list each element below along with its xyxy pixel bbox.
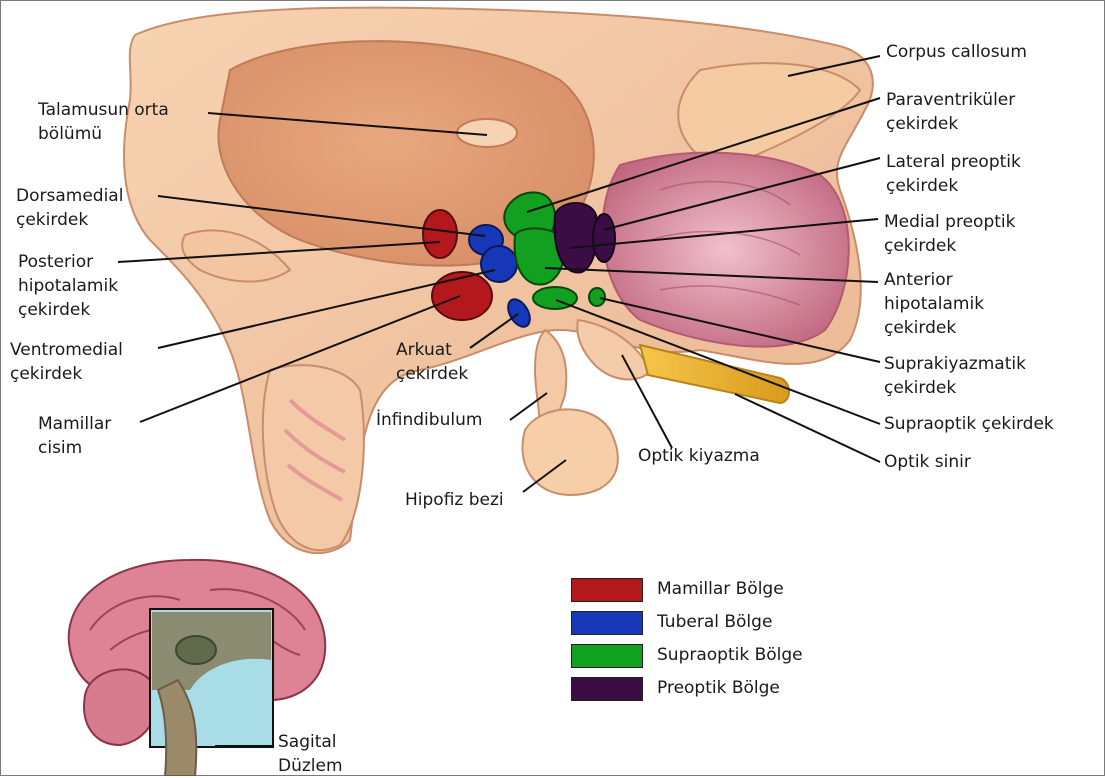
label-suprachiasmatic: Suprakiyazmatik çekirdek xyxy=(884,352,1026,400)
label-mamillary: Mamillar cisim xyxy=(38,412,111,460)
label-lateral-preoptic: Lateral preoptik çekirdek xyxy=(886,150,1021,198)
label-arcuate: Arkuat çekirdek xyxy=(396,338,468,386)
posterior-nucleus-shape xyxy=(423,210,457,258)
label-thalamus: Talamusun orta bölümü xyxy=(38,98,169,146)
legend-label: Mamillar Bölge xyxy=(657,577,784,601)
legend-label: Tuberal Bölge xyxy=(657,610,772,634)
label-anterior: Anterior hipotalamik çekirdek xyxy=(884,268,984,340)
label-optic-chiasm: Optik kiyazma xyxy=(638,444,760,468)
label-pituitary: Hipofiz bezi xyxy=(405,488,504,512)
label-dorsomedial: Dorsamedial çekirdek xyxy=(16,184,123,232)
legend-swatch xyxy=(571,677,643,701)
medial-preoptic-nucleus-shape xyxy=(555,203,598,272)
label-posterior: Posterior hipotalamik çekirdek xyxy=(18,250,118,322)
label-optic-nerve: Optik sinir xyxy=(884,450,971,474)
label-sagittal-plane: Sagital Düzlem xyxy=(278,730,343,778)
legend-swatch xyxy=(571,644,643,668)
legend-swatch xyxy=(571,611,643,635)
lateral-preoptic-nucleus-shape xyxy=(593,214,615,262)
mamillary-body-shape xyxy=(432,272,492,320)
legend-label: Supraoptik Bölge xyxy=(657,643,803,667)
legend-swatch xyxy=(571,578,643,602)
label-supraoptic: Supraoptik çekirdek xyxy=(884,412,1054,436)
label-corpus-callosum: Corpus callosum xyxy=(886,40,1027,64)
suprachiasmatic-nucleus-shape xyxy=(589,288,605,306)
label-ventromedial: Ventromedial çekirdek xyxy=(10,338,123,386)
label-medial-preoptic: Medial preoptik çekirdek xyxy=(884,210,1015,258)
ventromedial-nucleus-shape xyxy=(481,246,517,282)
label-infundibulum: İnfindibulum xyxy=(376,408,482,432)
legend-label: Preoptik Bölge xyxy=(657,676,780,700)
inset-cerebellum-shape xyxy=(84,669,157,745)
label-paraventricular: Paraventriküler çekirdek xyxy=(886,88,1015,136)
